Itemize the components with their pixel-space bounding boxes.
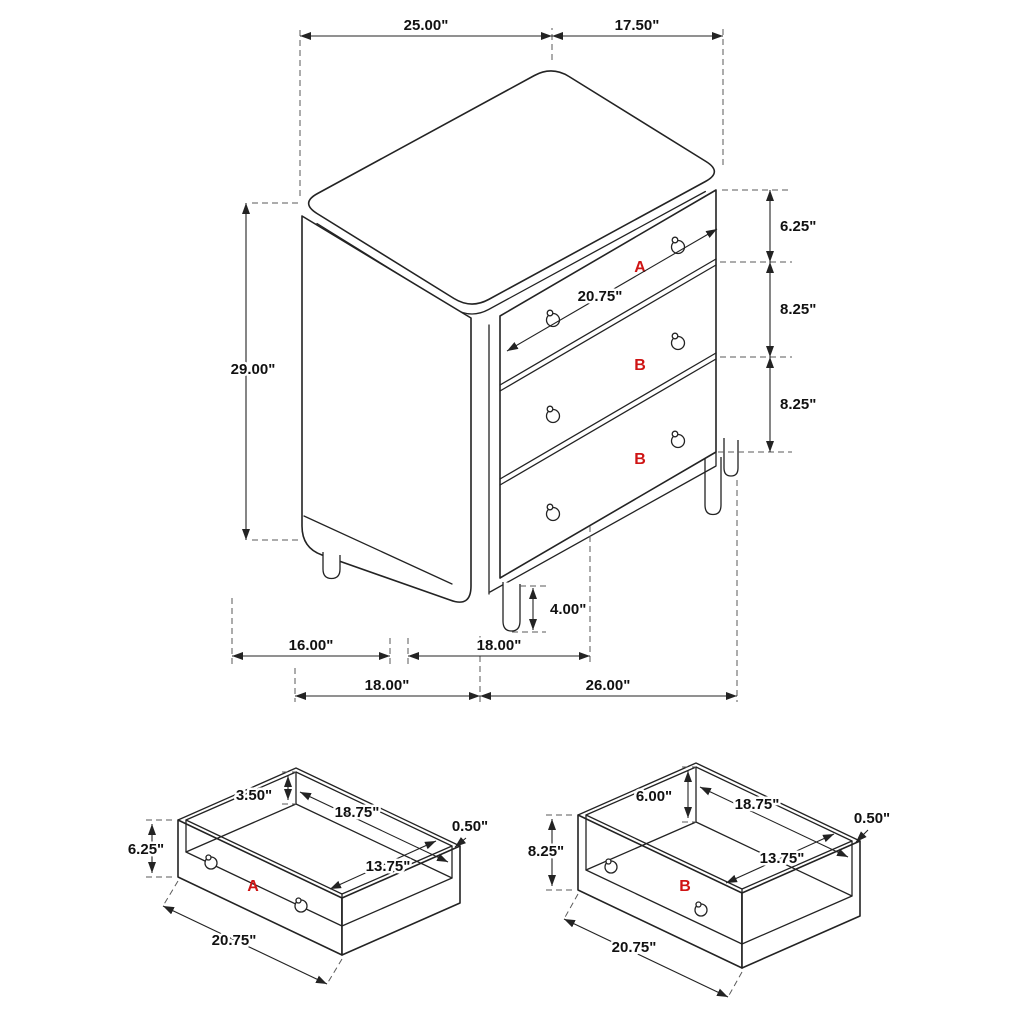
dim-a-inner-height: 3.50"	[236, 787, 272, 804]
chest-base-rail-right	[489, 451, 717, 593]
drawer-b1-knob-left	[545, 405, 561, 424]
dim-line-b-wall-thickness	[855, 829, 869, 843]
drawer-b-dimension-lines	[548, 771, 869, 998]
drawer-b-top-edges	[577, 762, 861, 842]
dim-leg-height: 4.00"	[550, 601, 586, 618]
dim-b-front-height: 8.25"	[528, 843, 564, 860]
drawer-b2-knob-right	[670, 430, 686, 449]
dim-footprint-depth: 26.00"	[586, 677, 631, 694]
main-drawer-b-bottom-label: B	[634, 451, 646, 468]
drawer-b-inner-corners	[585, 766, 853, 945]
dim-a-front-height: 6.25"	[128, 841, 164, 858]
drawer-b-knob-right	[694, 901, 708, 917]
dim-b-front-width: 20.75"	[612, 939, 657, 956]
dim-line-a-inner-depth	[329, 840, 437, 890]
drawer-a-extension-lines	[146, 771, 343, 985]
drawer-a-detail-view: A 3.50" 18.75" 0.50" 13.75" 6.25" 20.75"	[125, 767, 491, 985]
dim-floor-span-left: 16.00"	[289, 637, 334, 654]
dim-drawer-b1-height: 8.25"	[780, 301, 816, 318]
chest-back-leg	[723, 438, 739, 477]
main-isometric-view: A B B 25.00" 17.50" 29.00" 6.25" 8.25"	[228, 15, 819, 702]
drawer-b2-knob-left	[545, 503, 561, 522]
drawer-a-knob-left	[204, 854, 218, 870]
dim-b-inner-depth: 13.75"	[760, 850, 805, 867]
dim-drawer-a-height: 6.25"	[780, 218, 816, 235]
drawer-a-inner-corners	[185, 771, 453, 927]
dim-line-a-wall-thickness	[454, 836, 467, 848]
dim-a-front-width: 20.75"	[212, 932, 257, 949]
chest-base-rail-left	[303, 515, 453, 585]
chest-top-face	[307, 70, 716, 305]
chest-center-front-leg	[502, 582, 521, 632]
dim-footprint-width: 18.00"	[365, 677, 410, 694]
dim-line-b-inner-depth	[725, 833, 835, 884]
dim-drawer-b2-height: 8.25"	[780, 396, 816, 413]
dim-b-inner-height: 6.00"	[636, 788, 672, 805]
main-extension-lines	[231, 28, 792, 702]
dim-b-inner-width: 18.75"	[735, 796, 780, 813]
dim-b-wall-thickness: 0.50"	[854, 810, 890, 827]
drawer-a-letter: A	[247, 878, 259, 895]
dim-line-a-inner-width	[299, 791, 449, 863]
dim-line-b-front-width	[563, 918, 729, 998]
dim-drawer-face-width: 20.75"	[578, 288, 623, 305]
dim-line-a-front-width	[162, 905, 328, 985]
chest-right-leg	[704, 455, 722, 516]
drawer-a-inner-bottom	[185, 803, 453, 927]
dim-a-wall-thickness: 0.50"	[452, 818, 488, 835]
drawer-b-knob-left	[604, 858, 618, 874]
main-drawer-b-middle-label: B	[634, 357, 646, 374]
dim-top-depth: 17.50"	[615, 17, 660, 34]
drawer-b-letter: B	[679, 878, 691, 895]
dim-a-inner-width: 18.75"	[335, 804, 380, 821]
chest-left-panel	[301, 215, 472, 603]
main-dimension-lines	[232, 32, 774, 700]
chest-left-front-leg	[322, 552, 341, 580]
dim-a-inner-depth: 13.75"	[366, 858, 411, 875]
dim-line-drawer-face-width	[506, 228, 718, 352]
drawer-a-top-edges	[177, 767, 461, 847]
drawer-b-extension-lines	[546, 766, 743, 998]
dim-top-width: 25.00"	[404, 17, 449, 34]
drawer-b-detail-view: B 6.00" 18.75" 0.50" 13.75" 8.25" 20.75"	[525, 762, 893, 998]
drawer-a-dimension-lines	[148, 776, 467, 985]
dim-height: 29.00"	[231, 361, 276, 378]
main-dimension-labels: 25.00" 17.50" 29.00" 6.25" 8.25" 8.25" 2…	[228, 15, 819, 697]
drawer-a-dimension-labels: 3.50" 18.75" 0.50" 13.75" 6.25" 20.75"	[125, 785, 490, 952]
dim-floor-span-right: 18.00"	[477, 637, 522, 654]
drawer-b-dimension-labels: 6.00" 18.75" 0.50" 13.75" 8.25" 20.75"	[525, 786, 892, 959]
